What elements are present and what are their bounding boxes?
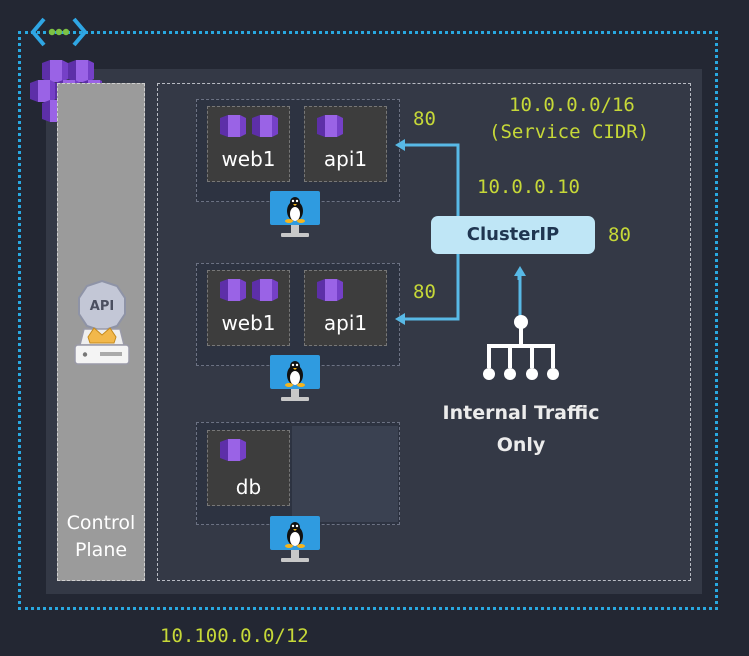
service-cidr-area — [157, 83, 691, 581]
control-plane-label: Control Plane — [57, 510, 145, 564]
inbound-arrow — [514, 266, 526, 316]
api-server-icon: API — [74, 279, 130, 365]
vnet-icon — [30, 17, 88, 47]
pod-web1 — [207, 270, 290, 346]
container-icon — [317, 115, 343, 137]
container-icon — [220, 439, 246, 461]
target-port: 80 — [413, 281, 436, 303]
internal-traffic-line2: Only — [496, 434, 546, 456]
api-text: API — [90, 299, 114, 314]
linux-vm-icon — [270, 355, 320, 401]
cluster-ip-address: 10.0.0.10 — [477, 176, 580, 198]
internal-traffic-line1: Internal Traffic — [442, 402, 600, 424]
pod-label: api1 — [323, 311, 368, 335]
container-icon — [252, 115, 278, 137]
target-port: 80 — [413, 108, 436, 130]
pod-label: web1 — [221, 147, 276, 171]
internal-network-icon — [483, 315, 559, 380]
service-cidr-note: (Service CIDR) — [489, 121, 650, 143]
pod-db — [207, 430, 290, 506]
control-plane-label-line2: Plane — [74, 539, 128, 561]
container-icon — [30, 80, 56, 102]
container-icon — [252, 279, 278, 301]
pod-web1 — [207, 106, 290, 182]
linux-vm-icon — [270, 516, 320, 562]
container-icon — [317, 279, 343, 301]
container-icon — [220, 279, 246, 301]
pod-label: api1 — [323, 147, 368, 171]
internal-traffic-label: Internal Traffic Only — [430, 397, 612, 461]
control-plane-label-line1: Control — [66, 512, 136, 534]
pod-api1 — [304, 270, 387, 346]
container-icon — [68, 60, 94, 82]
linux-vm-icon — [270, 191, 320, 237]
vnet-boundary — [18, 31, 718, 610]
pod-api1 — [304, 106, 387, 182]
clusterip-service: ClusterIP — [431, 216, 595, 254]
pod-label: db — [235, 475, 262, 499]
vnet-cidr: 10.100.0.0/12 — [160, 625, 309, 647]
container-icon — [42, 60, 68, 82]
pod-label: web1 — [221, 311, 276, 335]
service-port: 80 — [608, 224, 631, 246]
node-3-empty-slot — [292, 426, 398, 522]
service-cidr: 10.0.0.0/16 — [509, 94, 635, 116]
container-icon — [220, 115, 246, 137]
